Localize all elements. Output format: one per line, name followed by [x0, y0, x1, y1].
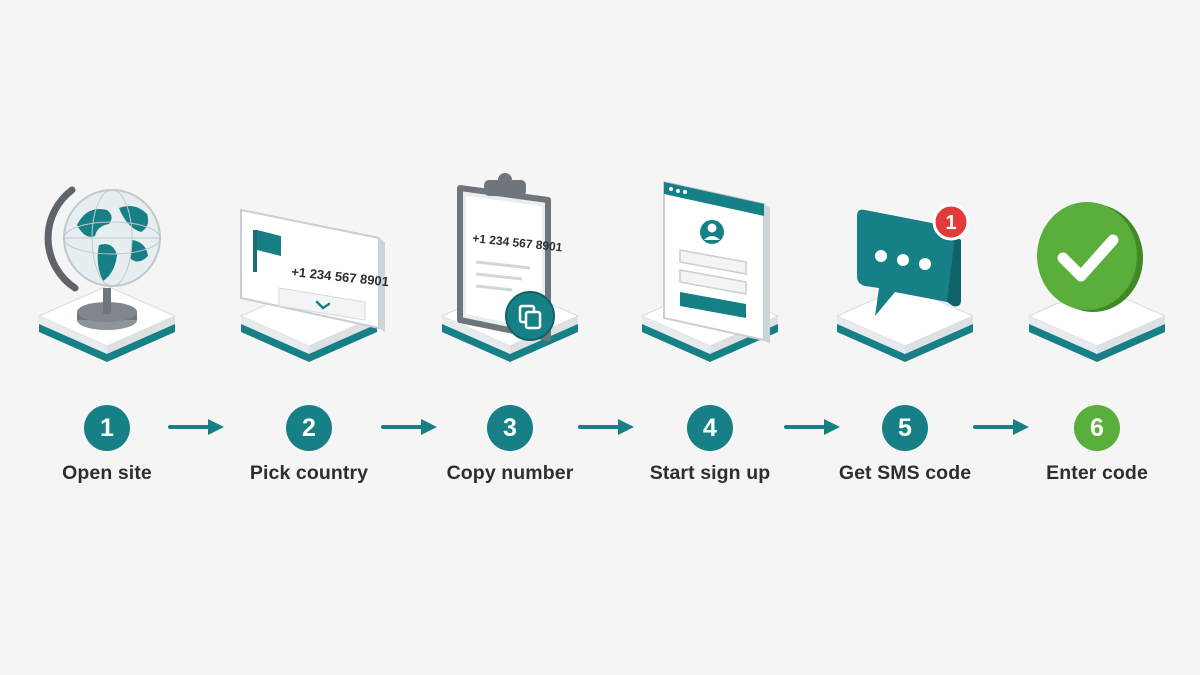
platform: [1027, 285, 1167, 362]
step-5-illustration: 1: [815, 170, 995, 390]
step-5: 1 5 Get SMS code: [815, 0, 995, 675]
step-4-label: Start sign up: [649, 462, 771, 484]
clipboard-copy-icon: [457, 173, 555, 341]
globe-icon: [44, 186, 161, 330]
sms-chat-icon: [857, 209, 961, 316]
step-2-illustration: +1 234 567 8901: [219, 170, 399, 390]
step-1-number-badge: 1: [84, 405, 130, 451]
step-6: 6 Enter code: [1007, 0, 1187, 675]
step-4-number-badge: 4: [687, 405, 733, 451]
check-circle-icon: [1037, 202, 1143, 312]
signup-form-icon: [663, 180, 770, 344]
step-2-number-badge: 2: [286, 405, 332, 451]
step-6-label: Enter code: [1046, 462, 1148, 484]
step-6-illustration: [1007, 170, 1187, 390]
arrow-2-3: [381, 417, 441, 437]
step-5-label: Get SMS code: [838, 462, 972, 484]
step-2: +1 234 567 8901 2 Pick country: [219, 0, 399, 675]
step-1: 1 Open site: [17, 0, 197, 675]
step-2-label: Pick country: [249, 462, 369, 484]
step-3-label: Copy number: [446, 462, 574, 484]
step-6-number-badge: 6: [1074, 405, 1120, 451]
step-1-illustration: [17, 170, 197, 390]
arrow-4-5: [784, 417, 844, 437]
step-5-number-badge: 5: [882, 405, 928, 451]
step-3-number-badge: 3: [487, 405, 533, 451]
arrow-5-6: [973, 417, 1033, 437]
step-4: 4 Start sign up: [620, 0, 800, 675]
step-4-illustration: [620, 170, 800, 390]
step-3: +1 234 567 8901 3 Copy number: [420, 0, 600, 675]
arrow-3-4: [578, 417, 638, 437]
step-3-illustration: +1 234 567 8901: [420, 170, 600, 390]
notification-badge: 1: [932, 203, 970, 241]
platform: [835, 285, 975, 362]
step-1-label: Open site: [62, 462, 152, 484]
notification-count: 1: [945, 212, 956, 234]
arrow-1-2: [168, 417, 228, 437]
platform: [37, 285, 177, 362]
phone-number-card-icon: [240, 208, 385, 332]
